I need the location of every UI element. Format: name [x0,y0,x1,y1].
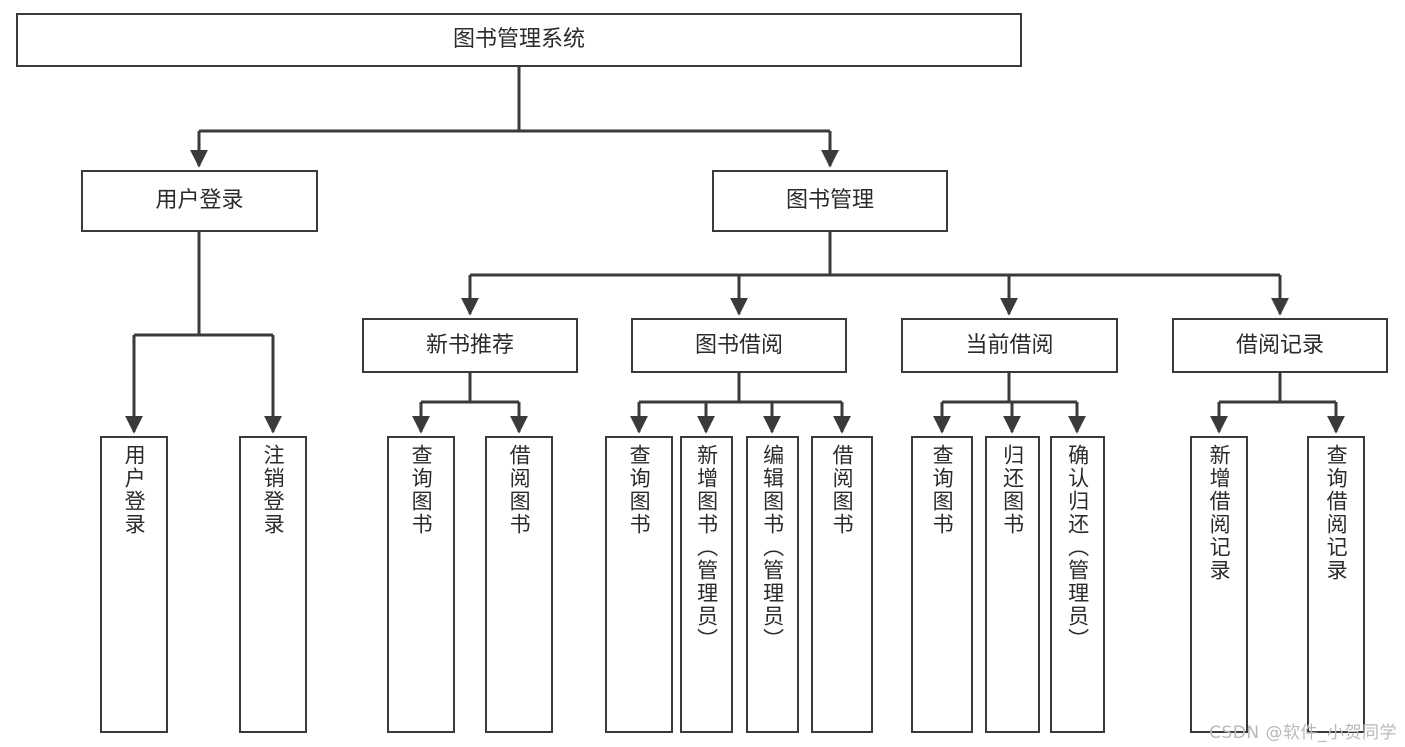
leaf-label: 新增图书（管理员） [694,444,719,651]
node-leaf-add-borrow-record[interactable]: 新增借阅记录 [1190,436,1248,733]
node-leaf-confirm-return-admin[interactable]: 确认归还（管理员） [1050,436,1105,733]
node-leaf-return-book[interactable]: 归还图书 [985,436,1040,733]
node-user-login[interactable]: 用户登录 [81,170,318,232]
leaf-label: 借阅图书 [507,444,532,536]
node-leaf-edit-book-admin[interactable]: 编辑图书（管理员） [746,436,799,733]
node-root-system[interactable]: 图书管理系统 [16,13,1022,67]
node-book-management[interactable]: 图书管理 [712,170,948,232]
leaf-label: 查询借阅记录 [1324,444,1349,582]
leaf-label: 归还图书 [1000,444,1025,536]
node-book-borrow[interactable]: 图书借阅 [631,318,847,373]
node-leaf-add-book-admin[interactable]: 新增图书（管理员） [680,436,733,733]
node-leaf-user-login[interactable]: 用户登录 [100,436,168,733]
node-leaf-query-book-nbr[interactable]: 查询图书 [387,436,455,733]
leaf-label: 查询图书 [627,444,652,536]
node-leaf-query-book-bb[interactable]: 查询图书 [605,436,673,733]
leaf-label: 查询图书 [409,444,434,536]
leaf-label: 借阅图书 [830,444,855,536]
node-leaf-borrow-book-bb[interactable]: 借阅图书 [811,436,873,733]
node-leaf-logout[interactable]: 注销登录 [239,436,307,733]
leaf-label: 确认归还（管理员） [1065,444,1090,651]
node-leaf-borrow-book-nbr[interactable]: 借阅图书 [485,436,553,733]
leaf-label: 新增借阅记录 [1207,444,1232,582]
leaf-label: 用户登录 [122,444,147,536]
leaf-label: 编辑图书（管理员） [760,444,785,651]
node-new-book-recommend[interactable]: 新书推荐 [362,318,578,373]
node-leaf-query-book-cb[interactable]: 查询图书 [911,436,973,733]
node-current-borrow[interactable]: 当前借阅 [901,318,1118,373]
leaf-label: 注销登录 [261,444,286,536]
node-leaf-query-borrow-record[interactable]: 查询借阅记录 [1307,436,1365,733]
node-borrow-record[interactable]: 借阅记录 [1172,318,1388,373]
leaf-label: 查询图书 [930,444,955,536]
